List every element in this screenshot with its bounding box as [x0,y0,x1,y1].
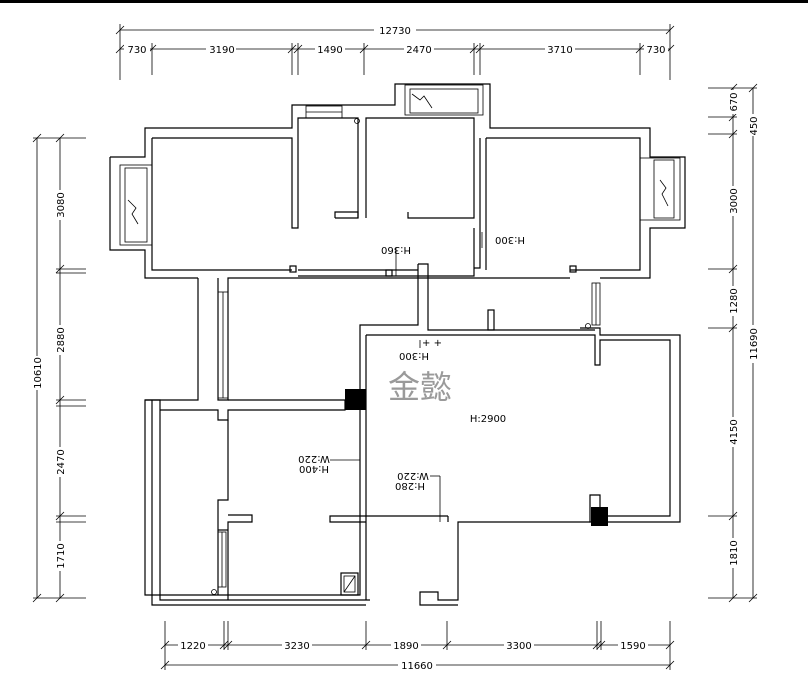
right-total-dim: 11690 [749,328,760,360]
label-leaders [330,232,483,522]
bottom-dim-5: 1590 [620,641,645,652]
label-plus: + + [422,338,442,349]
label-h280: H:280 [395,480,425,491]
label-h300-mid: H:300 [399,350,429,361]
left-dimension-lines: 10610 3080 2880 2470 1710 [31,133,86,603]
left-dim-3: 2470 [56,449,67,474]
top-dimension-lines: 12730 730 3190 1490 2470 3710 730 [115,24,675,80]
windows [119,84,681,588]
label-h400: H:400 [299,463,329,474]
bottom-dimension-lines: 1220 3230 1890 3300 1590 11660 [160,621,675,672]
drain-icon [585,323,591,329]
label-w220-right: W:220 [397,470,429,481]
drain-icon [354,118,360,124]
exterior-walls [109,83,686,606]
left-dim-1: 3080 [56,192,67,217]
right-dim-5: 4150 [729,419,740,444]
top-dim-1: 730 [127,45,146,56]
right-dim-3: 3000 [729,188,740,213]
watermark-logo: 金懿 [388,368,452,406]
right-dim-4: 1280 [729,288,740,313]
top-dim-3: 1490 [317,45,342,56]
label-h360: H:360 [381,244,411,255]
bottom-dim-2: 3230 [284,641,309,652]
top-dim-2: 3190 [209,45,234,56]
label-h2900: H:2900 [470,414,506,425]
top-dim-6: 730 [646,45,665,56]
bottom-dim-1: 1220 [180,641,205,652]
left-total-dim: 10610 [33,357,44,389]
top-border-bar [0,0,808,3]
right-dim-6: 1810 [729,540,740,565]
drain-icon [211,589,217,595]
right-dimension-lines: 670 450 3000 1280 11690 4150 1810 [708,83,760,603]
left-dim-2: 2880 [56,327,67,352]
column-left [345,389,366,410]
bottom-dim-3: 1890 [393,641,418,652]
right-dim-1: 670 [729,92,740,111]
bottom-total-dim: 11660 [401,661,433,672]
left-dim-4: 1710 [56,543,67,568]
bottom-dim-4: 3300 [506,641,531,652]
right-dim-2: 450 [749,116,760,135]
top-dim-4: 2470 [406,45,431,56]
top-dim-5: 3710 [547,45,572,56]
top-total-dim: 12730 [379,26,411,37]
label-h300-top: H:300 [495,234,525,245]
label-w220-left: W:220 [298,453,330,464]
column-right [591,507,608,526]
fixture-box [340,572,359,596]
